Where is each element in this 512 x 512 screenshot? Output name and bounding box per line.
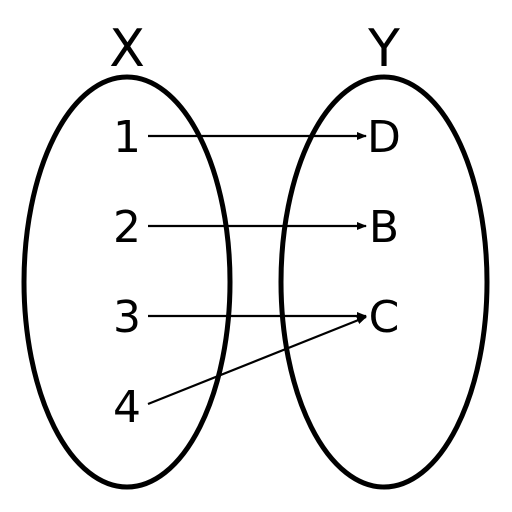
domain-element-3: 3 — [113, 292, 141, 343]
domain-element-2: 2 — [113, 202, 141, 253]
domain-element-4: 4 — [113, 382, 141, 433]
set-y-ellipse — [278, 74, 490, 490]
set-y-title: Y — [367, 19, 400, 79]
domain-element-1: 1 — [113, 112, 141, 163]
arrow-4-to-c — [147, 315, 367, 406]
set-x-title: X — [109, 19, 145, 79]
codomain-element-d: D — [367, 112, 401, 163]
codomain-element-b: B — [369, 202, 399, 253]
set-x-ellipse — [21, 74, 233, 490]
codomain-element-c: C — [369, 292, 400, 343]
